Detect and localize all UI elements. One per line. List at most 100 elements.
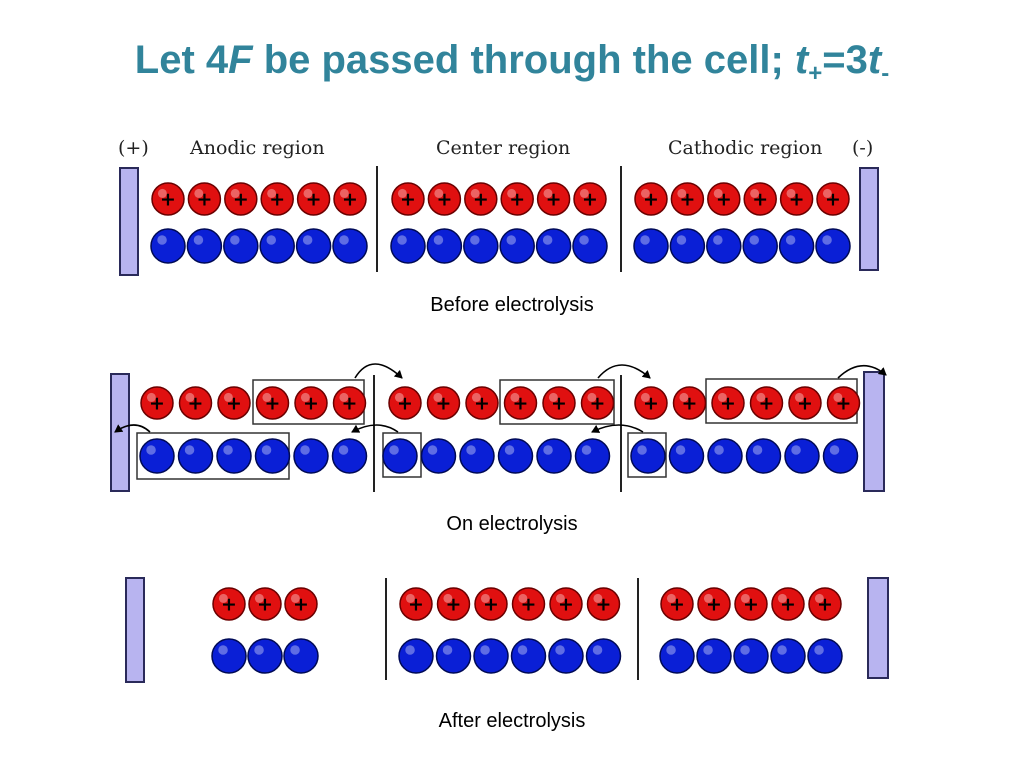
anion-ion [259,228,295,264]
anion-ion [293,438,329,474]
svg-text:+: + [196,189,212,211]
svg-text:+: + [483,594,499,616]
svg-text:+: + [303,393,319,415]
center-region-label: Center region [436,137,570,159]
anion-ion [815,228,851,264]
title-t-minus: t [867,38,882,82]
cation-ion: + [427,182,462,216]
cation-ion: + [771,587,805,621]
svg-text:+: + [408,594,424,616]
svg-text:+: + [221,594,237,616]
cation-ion: + [187,182,222,216]
cation-arrow [837,364,887,379]
cation-ion: + [634,386,668,420]
title-text: Let 4 [134,38,229,82]
slide-title: Let 4F be passed through the cell; t+=3t… [0,38,1024,86]
svg-text:+: + [596,594,612,616]
anion-ion [778,228,815,264]
cation-ion: + [388,386,422,420]
anion-ion [770,638,806,674]
svg-text:+: + [590,393,606,415]
svg-text:+: + [509,189,525,211]
svg-text:+: + [233,189,249,211]
cation-ion: + [333,182,367,216]
cation-ion: + [296,182,331,216]
cation-ion: + [284,587,318,621]
svg-text:+: + [546,189,562,211]
cation-ion: + [542,386,576,420]
anode-electrode [110,373,130,492]
cation-ion: + [711,386,745,420]
cation-ion: + [140,386,174,420]
anion-ion [574,438,611,474]
svg-text:+: + [342,189,358,211]
positive-terminal-label: (+) [118,137,149,159]
anion-ion [733,638,769,674]
cation-ion: + [255,386,290,420]
anion-ion [572,228,608,264]
anion-ion [707,438,743,474]
cathode-electrode [867,577,889,679]
cation-ion: + [634,182,668,216]
svg-text:+: + [752,189,768,211]
anion-ion [295,228,332,264]
anode-electrode [119,167,139,276]
anion-ion [822,438,859,474]
anodic-region-label: Anodic region [189,137,325,159]
cation-ion: + [816,182,850,216]
svg-text:+: + [716,189,732,211]
cation-ion: + [212,587,246,621]
negative-terminal-label: (-) [852,137,873,159]
anion-ion [398,638,434,674]
anion-ion [548,638,584,674]
cation-ion: + [734,587,768,621]
cation-ion: + [399,587,433,621]
stage-during: ++++++++++++++++++ [110,363,887,492]
cation-ion: + [474,587,508,621]
anion-arrow [591,424,644,433]
cation-ion: + [580,386,615,420]
cation-ion: + [151,182,185,216]
anion-ion [247,638,283,674]
svg-text:+: + [780,594,796,616]
stage-after: ++++++++++++++ [125,577,889,683]
svg-text:+: + [521,594,537,616]
svg-text:+: + [257,594,273,616]
cation-ion: + [248,587,282,621]
anion-ion [745,438,782,474]
cation-ion: + [743,182,777,216]
cation-ion: + [697,587,731,621]
svg-text:+: + [226,393,242,415]
svg-text:+: + [825,189,841,211]
title-faraday: F [228,38,253,82]
ion-grid: ++++++++++++++++++ [150,182,851,264]
cation-ion: + [573,182,607,216]
anion-ion [459,438,495,474]
moving-anions-box [627,432,667,478]
title-sub-minus: - [881,60,890,87]
svg-text:+: + [759,393,775,415]
cation-arrow [354,363,403,379]
anion-ion [510,638,547,674]
svg-text:+: + [473,189,489,211]
cation-ion: + [436,587,471,621]
anion-ion [497,438,534,474]
anion-ion [499,228,535,264]
anion-ion [535,228,572,264]
title-sub-plus: + [808,60,823,87]
svg-text:+: + [293,594,309,616]
cation-ion: + [808,587,842,621]
caption-after: After electrolysis [438,710,586,732]
cation-ion: + [260,182,294,216]
cation-ion: + [536,182,571,216]
anion-ion [382,438,418,474]
cation-ion: + [707,182,741,216]
cation-ion: + [217,386,251,420]
cation-ion: + [779,182,814,216]
cathode-electrode [859,167,879,271]
anion-ion [659,638,695,674]
svg-text:+: + [269,189,285,211]
anion-ion [435,638,472,674]
cation-ion: + [749,386,784,420]
